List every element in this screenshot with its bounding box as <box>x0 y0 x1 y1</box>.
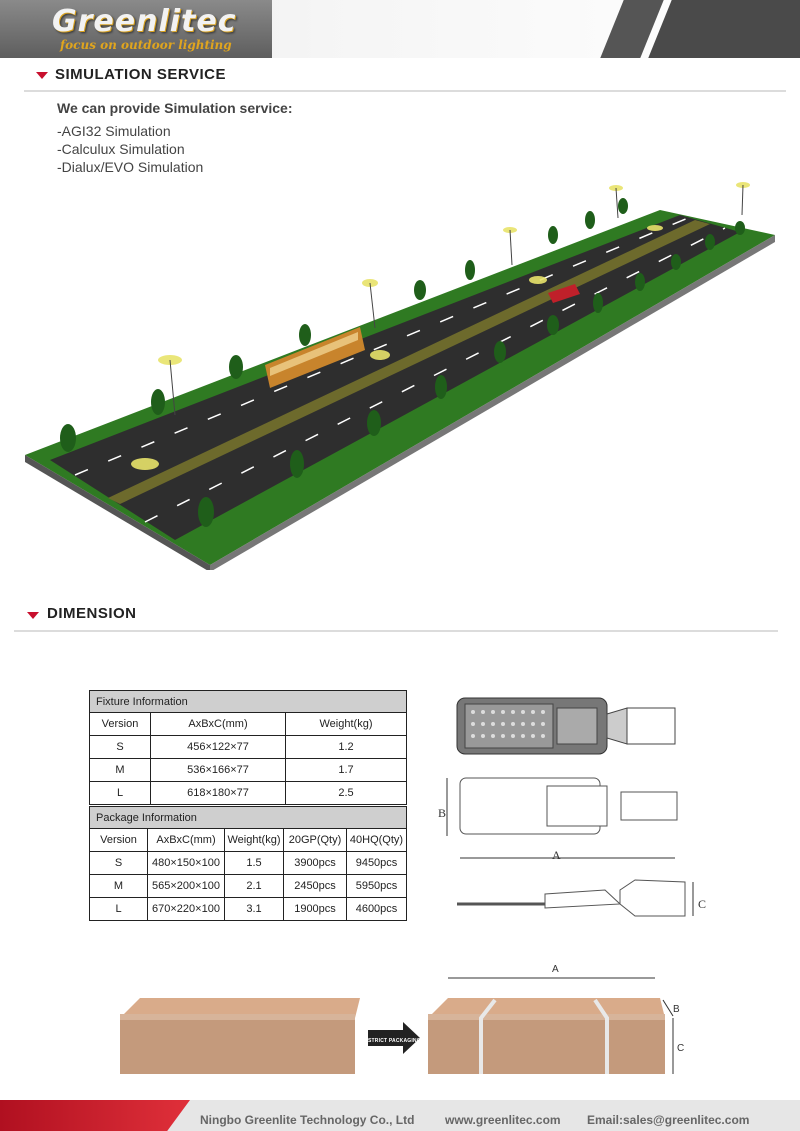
table-cell: 618×180×77 <box>150 781 286 805</box>
table-header-cell: Weight(kg) <box>285 712 407 736</box>
table-cell: 9450pcs <box>346 851 407 875</box>
simulation-item: -Dialux/EVO Simulation <box>57 159 204 175</box>
table-cell: 5950pcs <box>346 874 407 898</box>
table-row: L 670×220×100 3.1 1900pcs 4600pcs <box>89 897 407 921</box>
footer-accent <box>0 1100 190 1131</box>
table-cell: 3.1 <box>224 897 284 921</box>
table-cell: 2.5 <box>285 781 407 805</box>
package-table-title: Package Information <box>89 806 407 829</box>
table-cell: 456×122×77 <box>150 735 286 759</box>
table-header-cell: AxBxC(mm) <box>147 828 225 852</box>
simulation-item: -AGI32 Simulation <box>57 123 171 139</box>
table-cell: L <box>89 781 151 805</box>
table-cell: 2.1 <box>224 874 284 898</box>
logo-text: Greenlitec <box>52 4 237 39</box>
table-cell: 1.7 <box>285 758 407 782</box>
table-row: S 480×150×100 1.5 3900pcs 9450pcs <box>89 851 407 875</box>
section-bullet-icon <box>27 612 39 619</box>
arrow-label: STRICT PACKAGING <box>368 1038 421 1044</box>
table-row: M 536×166×77 1.7 <box>89 758 407 782</box>
table-cell: 1900pcs <box>283 897 347 921</box>
fixture-info-table: Fixture Information Version AxBxC(mm) We… <box>89 690 407 805</box>
section-divider <box>24 90 786 92</box>
table-row: S 456×122×77 1.2 <box>89 735 407 759</box>
box-label-c: C <box>677 1043 685 1054</box>
table-cell: 565×200×100 <box>147 874 225 898</box>
table-header-cell: 40HQ(Qty) <box>346 828 407 852</box>
table-cell: 480×150×100 <box>147 851 225 875</box>
dimension-label-a: A <box>552 848 561 862</box>
table-header-cell: Version <box>89 712 151 736</box>
table-header-cell: 20GP(Qty) <box>283 828 347 852</box>
packaging-drawing <box>120 977 674 1074</box>
simulation-item: -Calculux Simulation <box>57 141 185 157</box>
table-cell: 670×220×100 <box>147 897 225 921</box>
package-info-table: Package Information Version AxBxC(mm) We… <box>89 806 407 921</box>
table-cell: 1.2 <box>285 735 407 759</box>
table-cell: M <box>89 874 148 898</box>
simulation-title: SIMULATION SERVICE <box>55 66 226 83</box>
section-bullet-icon <box>36 72 48 79</box>
table-header-cell: Version <box>89 828 148 852</box>
table-header-cell: Weight(kg) <box>224 828 284 852</box>
dimension-label-c: C <box>698 897 707 911</box>
table-cell: S <box>89 735 151 759</box>
section-divider <box>14 630 778 632</box>
header-stripe <box>648 0 800 58</box>
box-label-b: B <box>673 1004 680 1015</box>
logo-tagline: focus on outdoor lighting <box>60 38 232 52</box>
table-cell: S <box>89 851 148 875</box>
logo <box>0 0 272 58</box>
footer-email: Email:sales@greenlitec.com <box>587 1113 750 1127</box>
footer-company: Ningbo Greenlite Technology Co., Ltd <box>200 1113 415 1127</box>
dimension-label-b: B <box>438 806 447 820</box>
table-cell: 4600pcs <box>346 897 407 921</box>
road-simulation-image <box>25 182 775 570</box>
table-cell: 536×166×77 <box>150 758 286 782</box>
dimension-title: DIMENSION <box>47 605 137 622</box>
table-cell: 1.5 <box>224 851 284 875</box>
table-cell: 3900pcs <box>283 851 347 875</box>
simulation-intro: We can provide Simulation service: <box>57 100 293 116</box>
box-label-a: A <box>552 964 559 975</box>
table-row: L 618×180×77 2.5 <box>89 781 407 805</box>
table-cell: L <box>89 897 148 921</box>
table-cell: M <box>89 758 151 782</box>
fixture-table-title: Fixture Information <box>89 690 407 713</box>
table-header-cell: AxBxC(mm) <box>150 712 286 736</box>
footer-website: www.greenlitec.com <box>445 1113 561 1127</box>
table-row: M 565×200×100 2.1 2450pcs 5950pcs <box>89 874 407 898</box>
fixture-drawing <box>446 697 694 917</box>
table-cell: 2450pcs <box>283 874 347 898</box>
